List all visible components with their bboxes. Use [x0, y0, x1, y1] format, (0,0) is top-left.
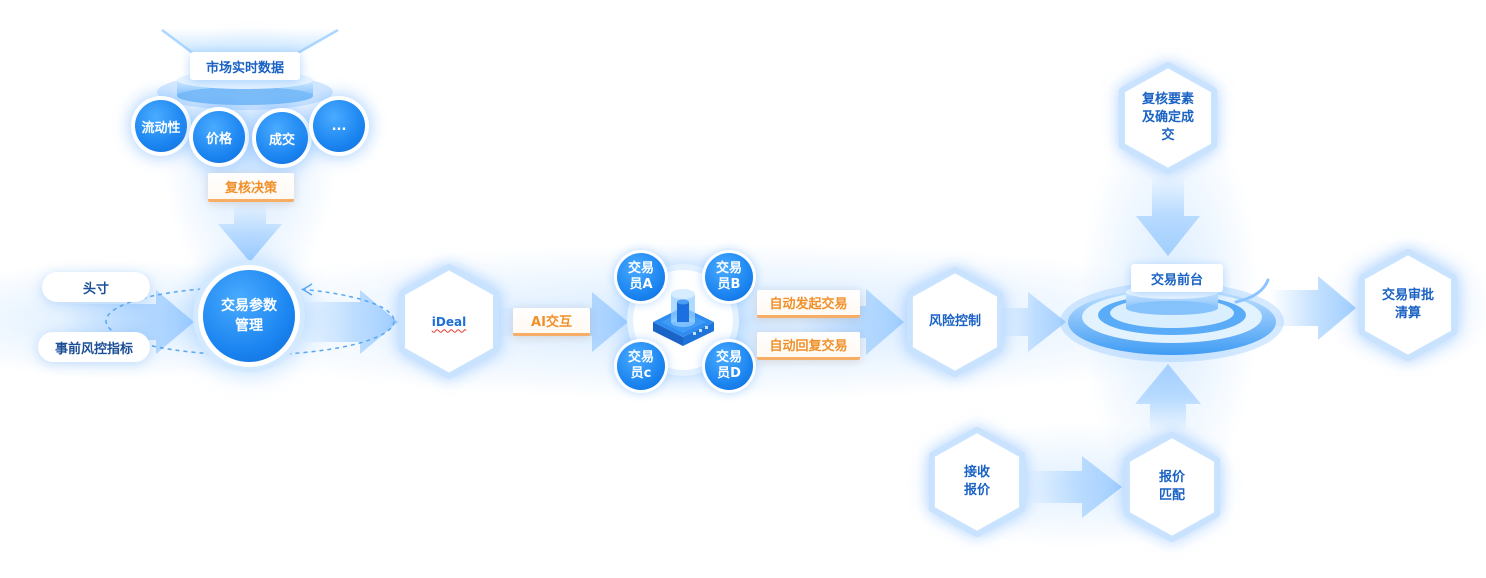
review-elements-text: 复核要素 及确定成 交 — [1141, 92, 1194, 143]
hexagon-shape — [1359, 249, 1457, 361]
param-management-text: 交易参数 管理 — [221, 298, 277, 334]
front-desk-title: 交易前台 — [1131, 264, 1223, 292]
front-desk-text: 交易前台 — [1150, 272, 1203, 288]
arrow-right-to-front-desk — [1000, 292, 1066, 352]
funnel-beam — [160, 28, 340, 54]
review-decision-text: 复核决策 — [224, 180, 277, 196]
arrow-down-to-param-management — [218, 204, 282, 262]
trader-d: 交易 员D — [705, 342, 753, 390]
quote-match-text: 报价 匹配 — [1158, 470, 1185, 503]
factor-label: ... — [331, 118, 347, 134]
pre-trade-risk-text: 事前风控指标 — [54, 341, 133, 357]
trader-label: 交易 员D — [715, 350, 742, 381]
position-text: 头寸 — [82, 281, 109, 297]
platform-swoosh — [1234, 278, 1270, 304]
server-icon — [653, 289, 714, 346]
auto-initiate-trade-tag: 自动发起交易 — [757, 290, 860, 318]
trader-b: 交易 员B — [705, 253, 753, 301]
ideal-hexagon: iDeal — [399, 264, 499, 379]
risk-control-hexagon: 风险控制 — [907, 267, 1003, 377]
factor-label: 价格 — [205, 131, 232, 147]
approval-clearing-hexagon: 交易审批 清算 — [1359, 249, 1457, 361]
trader-c: 交易 员c — [617, 342, 665, 390]
feedback-loop-arrowhead — [301, 283, 313, 296]
review-elements-hexagon: 复核要素 及确定成 交 — [1119, 62, 1217, 174]
trader-label: 交易 员c — [627, 350, 654, 381]
front-desk-platform — [1060, 278, 1284, 362]
hexagon-shape — [1119, 62, 1217, 174]
factor-label: 成交 — [268, 132, 295, 148]
factor-liquidity: 流动性 — [135, 100, 187, 152]
funnel-edge-right — [295, 28, 339, 56]
arrow-right-to-risk-control — [800, 289, 904, 355]
ai-interaction-text: AI交互 — [531, 315, 572, 330]
auto-reply-trade-tag: 自动回复交易 — [757, 332, 860, 360]
quote-match-hexagon: 报价 匹配 — [1124, 432, 1220, 542]
funnel-edge-left — [161, 29, 195, 55]
market-data-title: 市场实时数据 — [190, 52, 300, 80]
position-pill: 头寸 — [42, 272, 150, 302]
factor-volume: 成交 — [256, 112, 308, 164]
auto-reply-trade-text: 自动回复交易 — [769, 339, 848, 354]
platform-bottom — [177, 87, 313, 105]
arrow-right-to-approval-clearing — [1270, 276, 1356, 340]
platform-cylinder-bottom — [1126, 301, 1218, 315]
arrow-right-to-quote-match — [1026, 456, 1122, 518]
param-management-node: 交易参数 管理 — [203, 270, 295, 362]
factor-price: 价格 — [193, 111, 245, 163]
pre-trade-risk-pill: 事前风控指标 — [38, 332, 150, 362]
market-data-title-text: 市场实时数据 — [205, 60, 284, 76]
factor-more: ... — [313, 100, 365, 152]
ideal-text: iDeal — [431, 314, 467, 329]
receive-quote-text: 接收 报价 — [963, 465, 990, 498]
hexagon-shape — [399, 264, 499, 379]
arrow-right-to-ideal — [300, 290, 398, 354]
trader-a: 交易 员A — [617, 253, 665, 301]
market-data-funnel — [160, 28, 340, 56]
auto-initiate-trade-text: 自动发起交易 — [769, 297, 848, 312]
arrow-up-to-front-desk — [1135, 364, 1201, 432]
hexagon-shape — [907, 267, 1003, 377]
hexagon-shape — [1124, 432, 1220, 542]
review-decision-tag: 复核决策 — [208, 173, 294, 202]
factor-label: 流动性 — [141, 120, 181, 136]
trader-label: 交易 员A — [627, 261, 654, 292]
receive-quote-hexagon: 接收 报价 — [929, 427, 1025, 537]
approval-clearing-text: 交易审批 清算 — [1381, 288, 1434, 321]
risk-control-text: 风险控制 — [928, 314, 981, 329]
arrow-down-to-front-desk — [1136, 176, 1200, 256]
trader-label: 交易 员B — [715, 261, 742, 292]
hexagon-shape — [929, 427, 1025, 537]
ai-interaction-tag: AI交互 — [513, 308, 590, 336]
